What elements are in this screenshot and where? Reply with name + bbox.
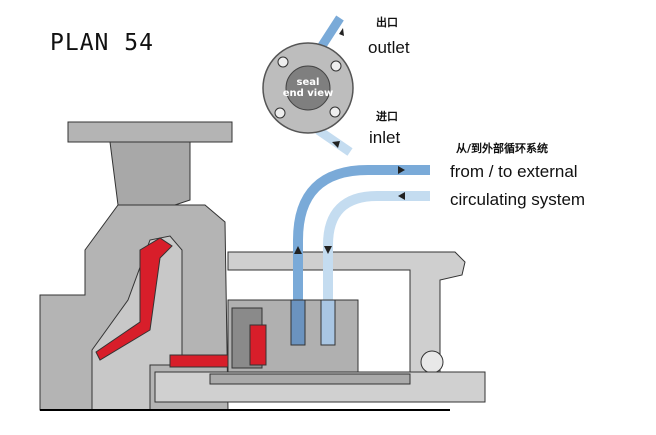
shaft-sleeve [209, 373, 411, 385]
bolt-icon [274, 107, 286, 119]
external-label-line2: circulating system [450, 190, 586, 209]
inlet-label: inlet [369, 128, 401, 147]
bearing [420, 350, 444, 374]
external-label-cn: 从/到外部循环系统 [456, 142, 549, 155]
external-pipe-light [323, 191, 430, 345]
outlet-label: outlet [368, 38, 410, 57]
bearing-frame [227, 251, 466, 383]
page-title: PLAN 54 [50, 30, 154, 56]
external-pipes [290, 165, 430, 346]
bolt-icon [329, 106, 341, 118]
connection-port [290, 299, 306, 346]
seal-label-line2: end view [282, 88, 334, 99]
connection-port [320, 299, 336, 346]
arrow-icon [332, 141, 340, 148]
inlet-pipe [315, 126, 353, 156]
discharge-flange [67, 121, 233, 143]
discharge-neck [109, 141, 191, 206]
arrow-icon [339, 28, 344, 36]
external-pipe-dark [293, 165, 430, 345]
bolt-icon [330, 60, 342, 72]
seal-hub [285, 65, 331, 111]
arrow-icon [398, 192, 405, 200]
seal-label-line1: seal [296, 77, 320, 88]
bolt-icon [277, 56, 289, 68]
arrow-icon [324, 246, 332, 254]
impeller-area [91, 235, 183, 411]
external-label-line1: from / to external [450, 162, 578, 181]
bracket [227, 251, 466, 383]
inlet-label-cn: 进口 [376, 110, 398, 123]
pump-casing [39, 121, 241, 411]
arrow-icon [294, 246, 302, 254]
outlet-label-cn: 出口 [376, 16, 398, 29]
seal-end-view [262, 15, 354, 156]
arrow-icon [398, 166, 405, 174]
seal-red-path [95, 237, 173, 361]
